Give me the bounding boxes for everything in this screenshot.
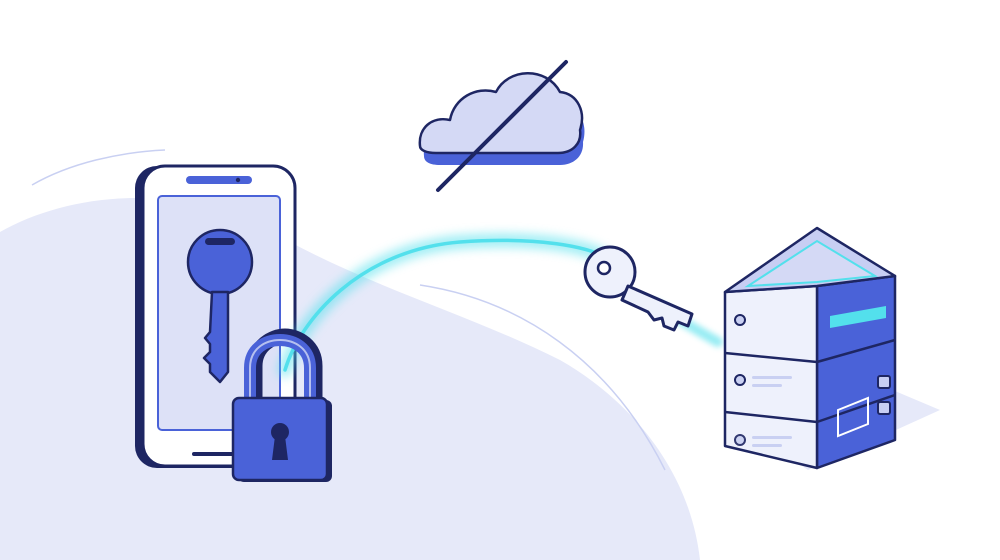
padlock-icon (231, 328, 332, 482)
decor-arc-mid (419, 284, 666, 471)
key-icon (186, 228, 254, 384)
transit-key-icon (583, 245, 694, 332)
cloud-disabled-icon (418, 60, 585, 192)
server-rack-icon (723, 226, 940, 470)
decor-arc-left (31, 149, 166, 186)
